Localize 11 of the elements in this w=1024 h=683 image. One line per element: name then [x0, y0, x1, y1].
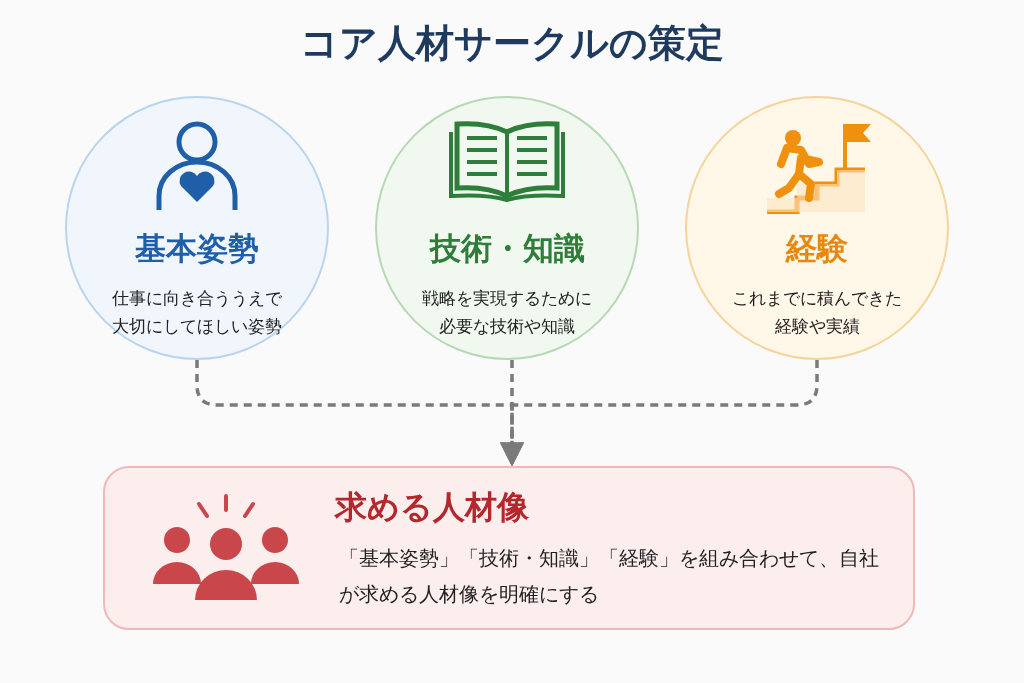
node-heading: 経験	[786, 229, 848, 268]
node-description: 戦略を実現するために必要な技術や知識	[421, 287, 593, 338]
result-box	[103, 466, 915, 630]
node-heading: 基本姿勢	[135, 229, 259, 268]
node-description: 「基本姿勢」「技術・知識」「経験」を組み合わせて、自社が求める人材像を明確にする	[339, 545, 879, 608]
node-heading: 技術・知識	[429, 229, 585, 268]
diagram-title: コア人材サークルの策定	[300, 20, 724, 67]
node-description: 仕事に向き合ううえで大切にしてほしい姿勢	[111, 287, 283, 338]
dashed-arrow	[500, 360, 819, 467]
node-description: これまでに積んできた経験や実績	[731, 287, 903, 338]
node-heading: 求める人材像	[335, 487, 529, 528]
